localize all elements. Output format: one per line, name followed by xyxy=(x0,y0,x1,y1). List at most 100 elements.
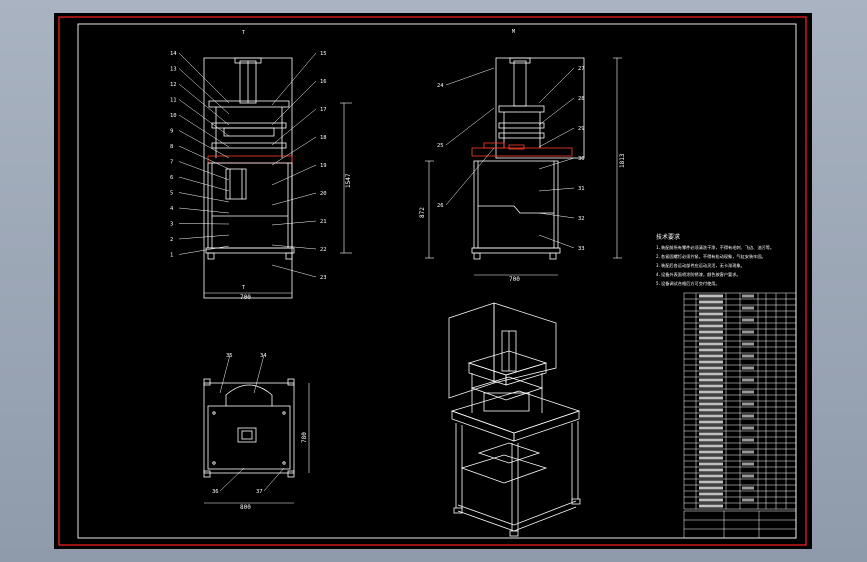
callout-number: 27 xyxy=(578,66,585,72)
front-width-dim: 700 xyxy=(240,294,251,301)
callout-leader xyxy=(271,164,317,186)
callout-leader xyxy=(445,147,495,206)
callout-leader xyxy=(178,52,230,104)
parts-table-cell-mark xyxy=(699,390,723,394)
parts-table-cell-mark xyxy=(699,402,723,406)
callout-number: 11 xyxy=(170,98,177,104)
parts-table-cell-mark xyxy=(742,402,754,406)
callout-leader xyxy=(178,68,230,115)
side-view xyxy=(471,57,585,260)
callout-number: 28 xyxy=(578,96,585,102)
callout-leader xyxy=(271,220,317,226)
callout-leader xyxy=(263,467,285,492)
title-block xyxy=(683,510,797,539)
callout-leader xyxy=(253,354,265,394)
parts-table-cell-mark xyxy=(699,420,723,424)
parts-table-cell-mark xyxy=(742,474,754,478)
parts-table-cell-mark xyxy=(699,372,723,376)
callout-number: 9 xyxy=(170,129,173,135)
parts-table-cell-mark xyxy=(742,378,754,382)
callout-number: 22 xyxy=(320,247,327,253)
note-line: 1.装配前所有零件必须清洗干净，不得有毛刺、飞边、油污等。 xyxy=(656,244,774,251)
parts-table-cell-mark xyxy=(742,438,754,442)
callout-leader xyxy=(178,192,230,203)
callout-number: 13 xyxy=(170,67,177,73)
side-height-dim: 1813 xyxy=(619,153,626,168)
callout-number: 31 xyxy=(578,186,585,192)
callout-number: 34 xyxy=(260,353,267,359)
top-depth-dim: 780 xyxy=(301,432,308,443)
parts-table-cell-mark xyxy=(699,396,723,400)
callout-number: 16 xyxy=(320,79,327,85)
callout-number: 37 xyxy=(256,489,263,495)
parts-table-cell-mark xyxy=(699,330,723,334)
parts-table-cell-mark xyxy=(699,492,723,496)
parts-table-cell-mark xyxy=(699,456,723,460)
front-height-dim: 1547 xyxy=(345,173,352,188)
callout-leader xyxy=(178,145,230,170)
note-line: 5.设备调试合格后方可交付使用。 xyxy=(656,280,720,287)
parts-table-cell-mark xyxy=(699,342,723,346)
front-top-mark: T xyxy=(242,30,245,36)
callout-number: 5 xyxy=(170,191,173,197)
parts-table-cell-mark xyxy=(699,378,723,382)
callout-leader xyxy=(178,245,230,255)
parts-table-cell-mark xyxy=(742,318,754,322)
callout-number: 26 xyxy=(437,203,444,209)
parts-table-cell-mark xyxy=(742,330,754,334)
top-width-dim: 800 xyxy=(240,504,251,511)
parts-table-cell-mark xyxy=(699,312,723,316)
callout-leader xyxy=(271,244,317,250)
callout-leader xyxy=(178,130,230,159)
parts-table-cell-mark xyxy=(699,354,723,358)
callout-number: 7 xyxy=(170,160,173,166)
front-bottom-mark: T xyxy=(242,285,245,291)
parts-table-cell-mark xyxy=(742,486,754,490)
parts-table-cell-mark xyxy=(699,432,723,436)
callout-leader xyxy=(178,114,230,148)
parts-table-cell-mark xyxy=(699,294,723,298)
top-view xyxy=(203,378,295,478)
parts-table-cell-mark xyxy=(742,462,754,466)
callout-number: 17 xyxy=(320,107,327,113)
parts-table-cell-mark xyxy=(699,444,723,448)
callout-number: 23 xyxy=(320,275,327,281)
callout-number: 18 xyxy=(320,135,327,141)
parts-table-cell-mark xyxy=(699,348,723,352)
parts-table-cell-mark xyxy=(742,450,754,454)
callout-number: 1 xyxy=(170,253,173,259)
notes-title: 技术要求 xyxy=(656,233,680,241)
callout-number: 4 xyxy=(170,206,174,212)
parts-table-cell-mark xyxy=(699,414,723,418)
callout-leader xyxy=(219,467,245,492)
note-line: 4.设备外表面喷涂防锈漆，颜色按客户要求。 xyxy=(656,271,741,278)
parts-table-cell-mark xyxy=(699,318,723,322)
parts-table-cell-mark xyxy=(699,408,723,412)
parts-table-cell-mark xyxy=(699,384,723,388)
callout-leader xyxy=(178,176,230,192)
parts-table-cell-mark xyxy=(699,366,723,370)
parts-table-cell-mark xyxy=(699,462,723,466)
callout-number: 14 xyxy=(170,51,177,57)
front-view xyxy=(203,57,295,299)
note-line: 3.装配后各运动部件应运动灵活，无卡滞现象。 xyxy=(656,262,745,269)
parts-table-cell-mark xyxy=(699,468,723,472)
callout-leader xyxy=(271,108,317,146)
callout-leader xyxy=(271,192,317,206)
parts-list-table xyxy=(683,292,797,510)
parts-table-cell-mark xyxy=(699,336,723,340)
parts-table-cell-mark xyxy=(742,414,754,418)
inner-frame xyxy=(77,23,797,539)
callout-leader xyxy=(445,107,495,146)
parts-table-cell-mark xyxy=(699,486,723,490)
callout-leader xyxy=(178,83,230,126)
callout-number: 30 xyxy=(578,156,585,162)
parts-table-cell-mark xyxy=(699,474,723,478)
callout-leader xyxy=(538,97,575,126)
